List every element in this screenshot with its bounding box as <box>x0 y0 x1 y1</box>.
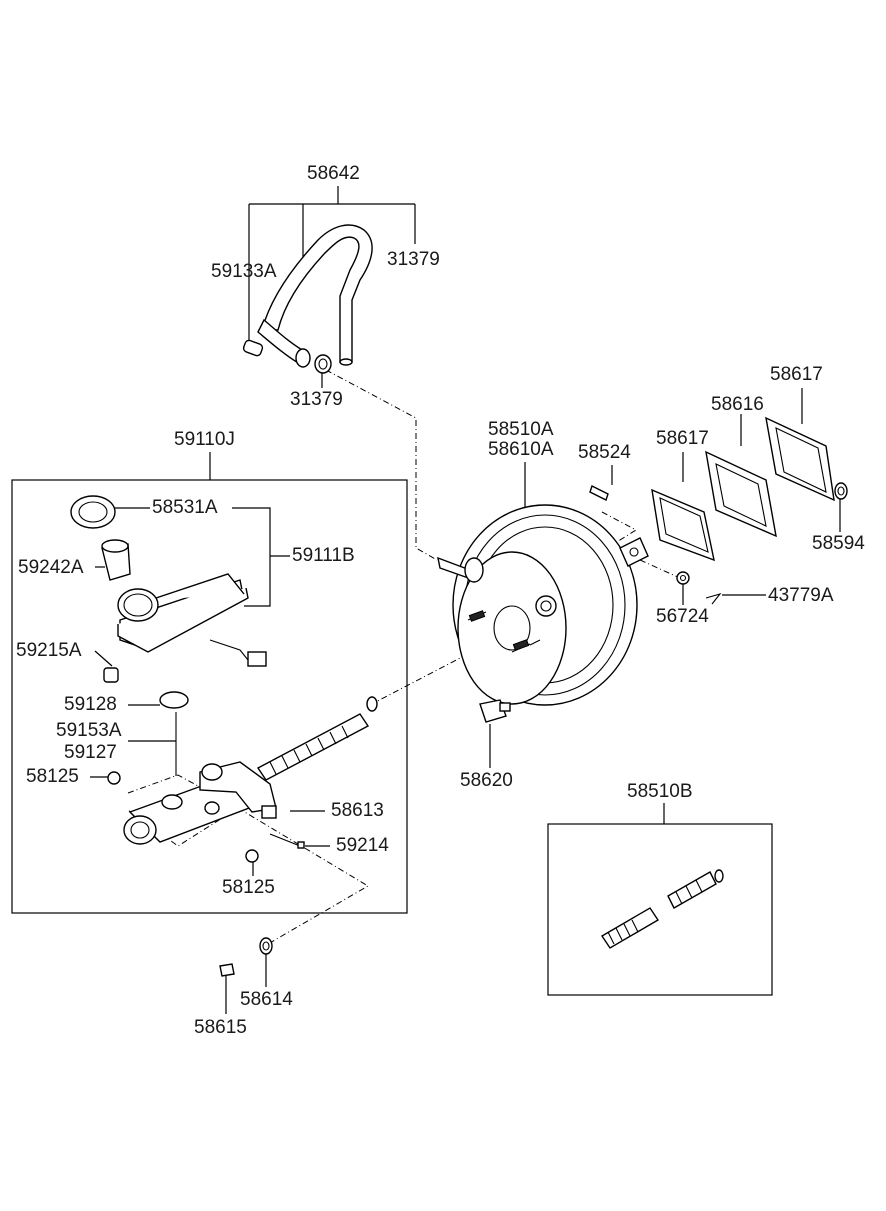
repair-kit-parts <box>601 869 724 949</box>
part-number-58613: 58613 <box>331 800 384 821</box>
part-number-58510a: 58510A <box>488 419 554 440</box>
push-rod <box>256 696 378 781</box>
part-number-58594: 58594 <box>812 533 865 554</box>
part-number-59111b: 59111B <box>292 545 355 566</box>
vacuum-hose <box>242 224 373 374</box>
booster-small-parts <box>479 482 848 723</box>
part-number-58617-front: 58617 <box>656 428 709 449</box>
leader-lines <box>90 186 841 1014</box>
part-number-43779a: 43779A <box>768 585 834 606</box>
part-number-58125-lower: 58125 <box>222 877 275 898</box>
part-number-58615: 58615 <box>194 1017 247 1038</box>
part-number-31379-lower: 31379 <box>290 389 343 410</box>
part-number-59133a: 59133A <box>211 261 277 282</box>
master-cylinder-body <box>107 691 305 977</box>
part-number-31379-upper: 31379 <box>387 249 440 270</box>
part-number-56724: 56724 <box>656 606 709 627</box>
part-number-58616: 58616 <box>711 394 764 415</box>
part-number-58510b: 58510B <box>627 781 693 802</box>
brake-booster <box>437 504 638 706</box>
part-number-59214: 59214 <box>336 835 389 856</box>
part-number-59110j: 59110J <box>174 429 235 450</box>
part-number-58531a: 58531A <box>152 497 218 518</box>
reservoir <box>70 495 267 683</box>
part-number-58614: 58614 <box>240 989 293 1010</box>
repair-kit-frame <box>547 823 773 996</box>
part-number-59242a: 59242A <box>18 557 84 578</box>
gaskets <box>651 416 835 562</box>
part-number-58125-upper: 58125 <box>26 766 79 787</box>
part-number-58610a: 58610A <box>488 439 554 460</box>
part-number-58617-rear: 58617 <box>770 364 823 385</box>
part-number-59215a: 59215A <box>16 640 82 661</box>
part-number-59128: 59128 <box>64 694 117 715</box>
part-number-59127: 59127 <box>64 742 117 763</box>
part-number-58620: 58620 <box>460 770 513 791</box>
part-number-59153a: 59153A <box>56 720 122 741</box>
part-number-58524: 58524 <box>578 442 631 463</box>
part-number-58642: 58642 <box>307 163 360 184</box>
